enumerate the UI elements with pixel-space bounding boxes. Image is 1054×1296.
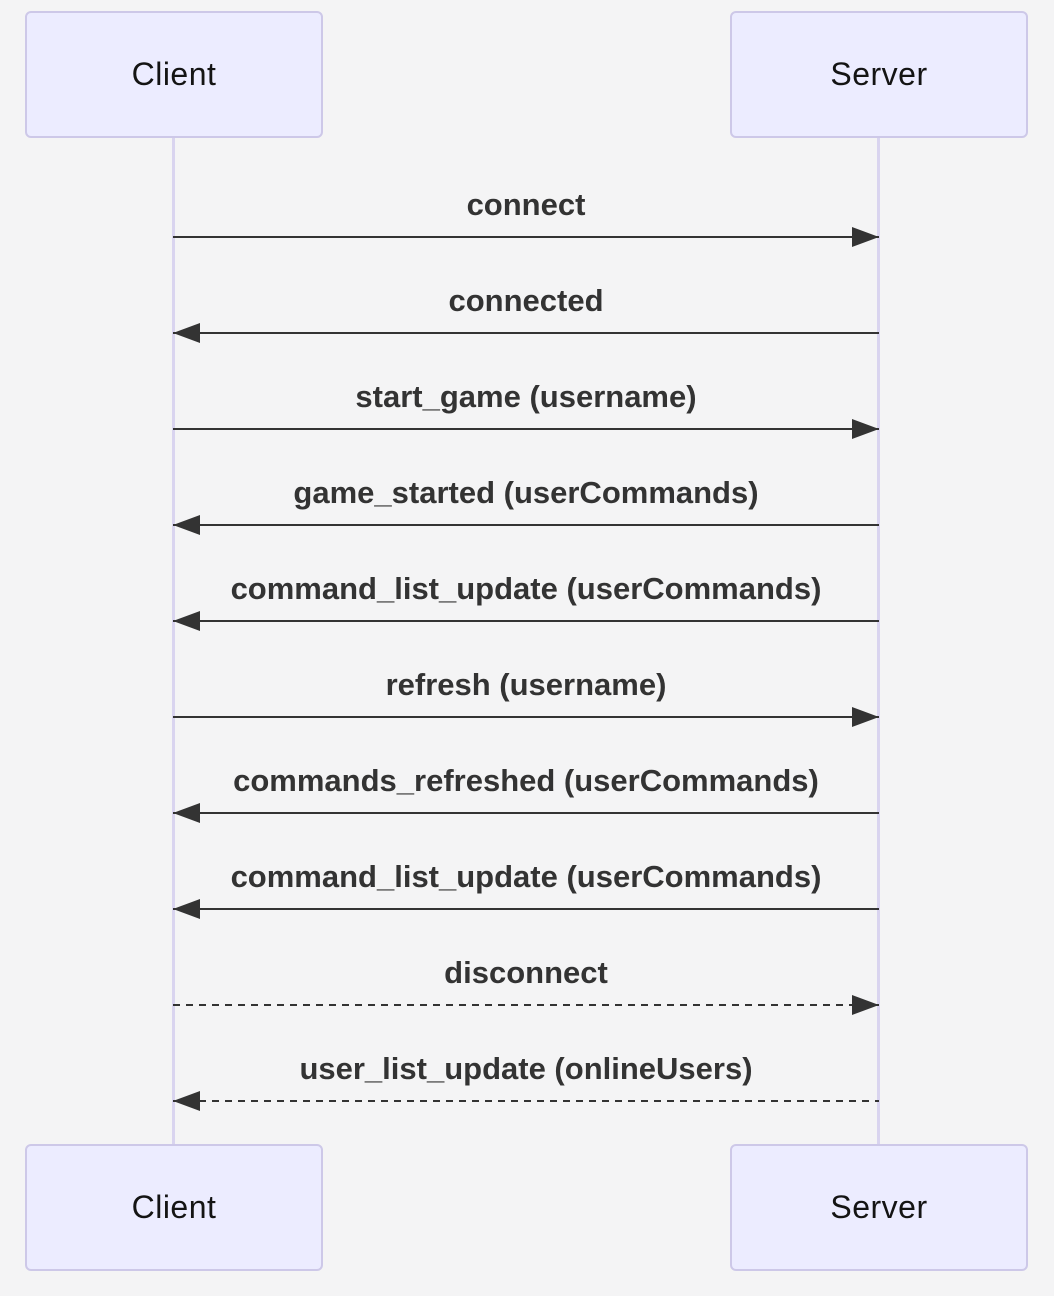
message-label: commands_refreshed (userCommands) xyxy=(233,763,819,798)
lifeline-client xyxy=(172,138,175,1145)
arrowhead-right-icon xyxy=(852,707,879,727)
message-line-solid xyxy=(173,236,879,238)
message-line-solid xyxy=(173,428,879,430)
message-label: connect xyxy=(466,187,586,222)
actor-label-client: Client xyxy=(131,56,217,92)
arrowhead-right-icon xyxy=(852,995,879,1015)
message-line-solid xyxy=(173,908,879,910)
message-label: game_started (userCommands) xyxy=(293,475,759,510)
arrowhead-left-icon xyxy=(173,323,200,343)
arrowhead-left-icon xyxy=(173,803,200,823)
actor-label-client: Client xyxy=(131,1189,217,1225)
arrowhead-right-icon xyxy=(852,227,879,247)
arrowhead-left-icon xyxy=(173,899,200,919)
message-label: connected xyxy=(448,283,604,318)
arrowhead-left-icon xyxy=(173,515,200,535)
actor-box-server-top: Server xyxy=(730,11,1028,138)
actor-box-server-bottom: Server xyxy=(730,1144,1028,1271)
message-line-solid xyxy=(173,524,879,526)
message-line-solid xyxy=(173,716,879,718)
message-label: user_list_update (onlineUsers) xyxy=(299,1051,753,1086)
actor-label-server: Server xyxy=(830,1189,928,1225)
message-line-solid xyxy=(173,332,879,334)
message-line-solid xyxy=(173,620,879,622)
message-label: command_list_update (userCommands) xyxy=(230,571,822,606)
message-label: command_list_update (userCommands) xyxy=(230,859,822,894)
arrowhead-left-icon xyxy=(173,611,200,631)
message-line-dashed xyxy=(173,1100,879,1102)
lifeline-server xyxy=(877,138,880,1145)
message-label: refresh (username) xyxy=(385,667,667,702)
arrowhead-right-icon xyxy=(852,419,879,439)
message-line-solid xyxy=(173,812,879,814)
message-label: disconnect xyxy=(444,955,608,990)
arrowhead-left-icon xyxy=(173,1091,200,1111)
actor-box-client-top: Client xyxy=(25,11,323,138)
message-label: start_game (username) xyxy=(355,379,697,414)
actor-label-server: Server xyxy=(830,56,928,92)
message-line-dashed xyxy=(173,1004,879,1006)
actor-box-client-bottom: Client xyxy=(25,1144,323,1271)
